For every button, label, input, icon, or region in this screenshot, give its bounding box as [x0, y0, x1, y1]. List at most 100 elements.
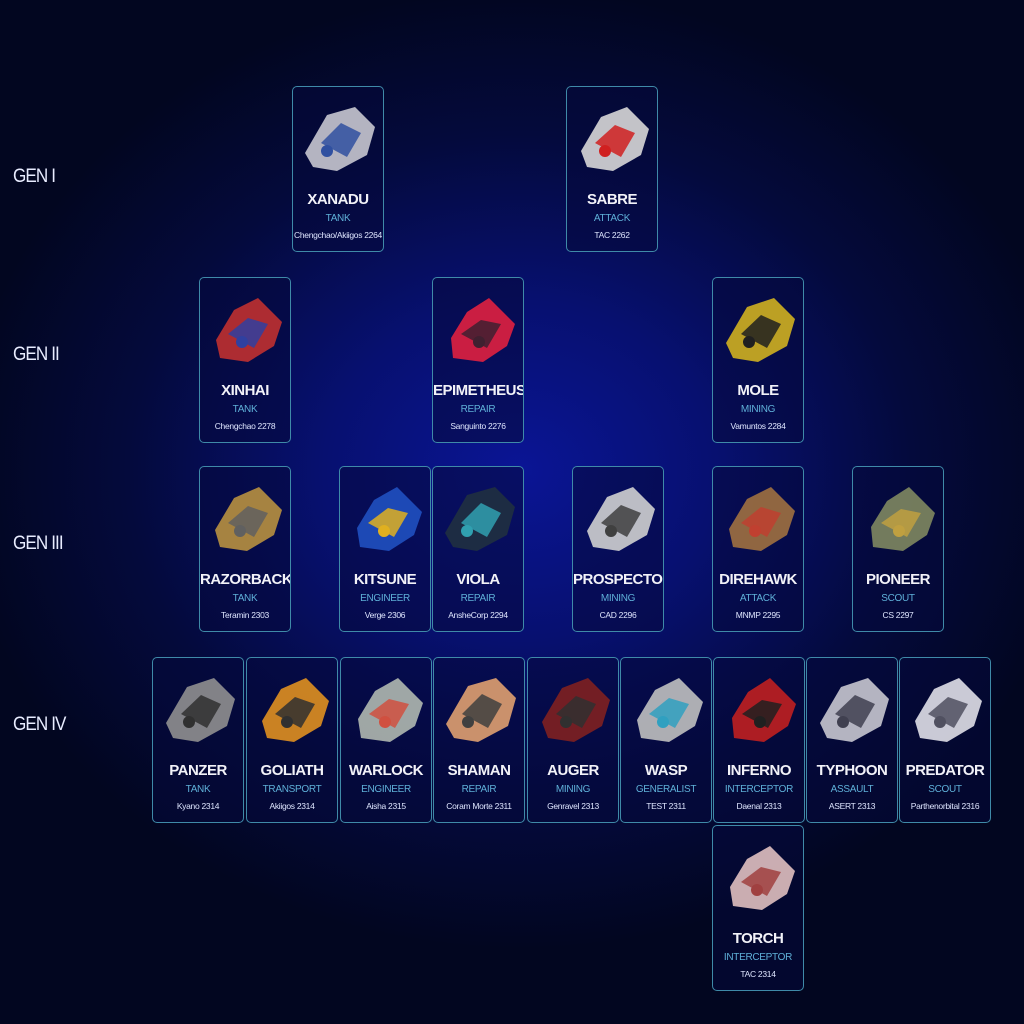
ship-image — [305, 107, 375, 171]
ship-card-inferno[interactable]: INFERNO INTERCEPTOR Daenal 2313 — [713, 657, 805, 823]
ship-image — [587, 487, 655, 551]
ship-role: TANK — [232, 404, 258, 415]
ship-card-xanadu[interactable]: XANADU TANK Chengchao/Akiigos 2264 — [292, 86, 384, 252]
ship-role: REPAIR — [460, 593, 496, 604]
ship-manufacturer: Aisha 2315 — [366, 801, 406, 811]
ship-image — [357, 487, 422, 551]
ship-name: PIONEER — [865, 571, 931, 588]
ship-card-pioneer[interactable]: PIONEER SCOUT CS 2297 — [852, 466, 944, 632]
ship-role: ENGINEER — [360, 593, 410, 604]
ship-manufacturer: CAD 2296 — [599, 610, 637, 620]
ship-name: SHAMAN — [447, 762, 511, 779]
ship-card-panzer[interactable]: PANZER TANK Kyano 2314 — [152, 657, 244, 823]
ship-role: ATTACK — [593, 213, 631, 224]
ship-role: SCOUT — [928, 784, 962, 795]
ship-card-shaman[interactable]: SHAMAN REPAIR Coram Morte 2311 — [433, 657, 525, 823]
ship-image — [726, 298, 795, 362]
ship-image — [915, 678, 982, 742]
ship-role: TANK — [185, 784, 211, 795]
ship-name: TYPHOON — [816, 762, 888, 779]
ship-image — [358, 678, 423, 742]
ship-card-wasp[interactable]: WASP GENERALIST TEST 2311 — [620, 657, 712, 823]
ship-manufacturer: TAC 2314 — [740, 969, 776, 979]
ship-card-razorback[interactable]: RAZORBACK TANK Teramin 2303 — [199, 466, 291, 632]
ship-role: TANK — [232, 593, 258, 604]
ship-name: SABRE — [586, 191, 638, 208]
ship-card-prospector[interactable]: PROSPECTOR MINING CAD 2296 — [572, 466, 664, 632]
ship-role: ENGINEER — [361, 784, 411, 795]
gen-label-1: GEN I — [13, 166, 56, 187]
ship-manufacturer: CS 2297 — [882, 610, 914, 620]
ship-card-viola[interactable]: VIOLA REPAIR AnsheCorp 2294 — [432, 466, 524, 632]
ship-image — [820, 678, 889, 742]
ship-manufacturer: Verge 2306 — [364, 610, 406, 620]
ship-manufacturer: Chengchao 2278 — [214, 421, 276, 431]
ship-card-mole[interactable]: MOLE MINING Vamuntos 2284 — [712, 277, 804, 443]
ship-role: MINING — [740, 404, 776, 415]
ship-card-goliath[interactable]: GOLIATH TRANSPORT Akiigos 2314 — [246, 657, 338, 823]
ship-image — [871, 487, 935, 551]
ship-name: GOLIATH — [260, 762, 324, 779]
gen-label-3: GEN III — [13, 533, 64, 554]
ship-manufacturer: Kyano 2314 — [176, 801, 220, 811]
ship-role: ATTACK — [739, 593, 777, 604]
ship-card-torch[interactable]: TORCH INTERCEPTOR TAC 2314 — [712, 825, 804, 991]
ship-image — [262, 678, 329, 742]
ship-image — [732, 678, 796, 742]
ship-image — [581, 107, 649, 171]
ship-role: REPAIR — [461, 784, 497, 795]
ship-role: INTERCEPTOR — [723, 952, 793, 963]
ship-card-warlock[interactable]: WARLOCK ENGINEER Aisha 2315 — [340, 657, 432, 823]
ship-manufacturer: Genravel 2313 — [547, 801, 599, 811]
ship-manufacturer: Daenal 2313 — [736, 801, 782, 811]
ship-role: TANK — [325, 213, 351, 224]
ship-image — [729, 487, 795, 551]
ship-manufacturer: Sanguinto 2276 — [450, 421, 506, 431]
ship-manufacturer: TAC 2262 — [594, 230, 630, 240]
ship-name: INFERNO — [727, 762, 792, 779]
ship-manufacturer: Vamuntos 2284 — [730, 421, 786, 431]
ship-image — [166, 678, 235, 742]
ship-role: ASSAULT — [830, 784, 874, 795]
ship-card-direhawk[interactable]: DIREHAWK ATTACK MNMP 2295 — [712, 466, 804, 632]
ship-name: PANZER — [169, 762, 227, 779]
ship-manufacturer: Coram Morte 2311 — [446, 801, 512, 811]
ship-role: GENERALIST — [635, 784, 697, 795]
ship-manufacturer: MNMP 2295 — [735, 610, 781, 620]
ship-role: MINING — [600, 593, 636, 604]
ship-image — [542, 678, 610, 742]
ship-manufacturer: Chengchao/Akiigos 2264 — [294, 230, 382, 240]
ship-manufacturer: AnsheCorp 2294 — [448, 610, 508, 620]
ship-name: PREDATOR — [905, 762, 985, 779]
ship-name: WASP — [644, 762, 688, 779]
ship-role: MINING — [555, 784, 591, 795]
ship-manufacturer: Akiigos 2314 — [269, 801, 315, 811]
ship-image — [216, 298, 282, 362]
ship-name: RAZORBACK — [200, 571, 291, 588]
ship-manufacturer: TEST 2311 — [646, 801, 686, 811]
ship-image — [451, 298, 515, 362]
ship-manufacturer: Teramin 2303 — [221, 610, 269, 620]
ship-name: AUGER — [547, 762, 599, 779]
ship-card-epimetheus[interactable]: EPIMETHEUS REPAIR Sanguinto 2276 — [432, 277, 524, 443]
ship-role: INTERCEPTOR — [724, 784, 794, 795]
ship-name: PROSPECTOR — [573, 571, 664, 588]
ship-card-xinhai[interactable]: XINHAI TANK Chengchao 2278 — [199, 277, 291, 443]
ship-name: XANADU — [307, 191, 369, 208]
ship-role: TRANSPORT — [262, 784, 322, 795]
ship-name: VIOLA — [456, 571, 500, 588]
ship-manufacturer: ASERT 2313 — [828, 801, 876, 811]
ship-role: SCOUT — [881, 593, 915, 604]
ship-card-predator[interactable]: PREDATOR SCOUT Parthenorbital 2316 — [899, 657, 991, 823]
ship-name: WARLOCK — [349, 762, 424, 779]
ship-name: DIREHAWK — [719, 571, 797, 588]
ship-card-sabre[interactable]: SABRE ATTACK TAC 2262 — [566, 86, 658, 252]
ship-role: REPAIR — [460, 404, 496, 415]
ship-card-typhoon[interactable]: TYPHOON ASSAULT ASERT 2313 — [806, 657, 898, 823]
gen-label-2: GEN II — [13, 344, 60, 365]
ship-card-kitsune[interactable]: KITSUNE ENGINEER Verge 2306 — [339, 466, 431, 632]
ship-name: XINHAI — [221, 382, 269, 399]
gen-label-4: GEN IV — [13, 714, 66, 735]
ship-name: EPIMETHEUS — [433, 382, 524, 399]
ship-card-auger[interactable]: AUGER MINING Genravel 2313 — [527, 657, 619, 823]
